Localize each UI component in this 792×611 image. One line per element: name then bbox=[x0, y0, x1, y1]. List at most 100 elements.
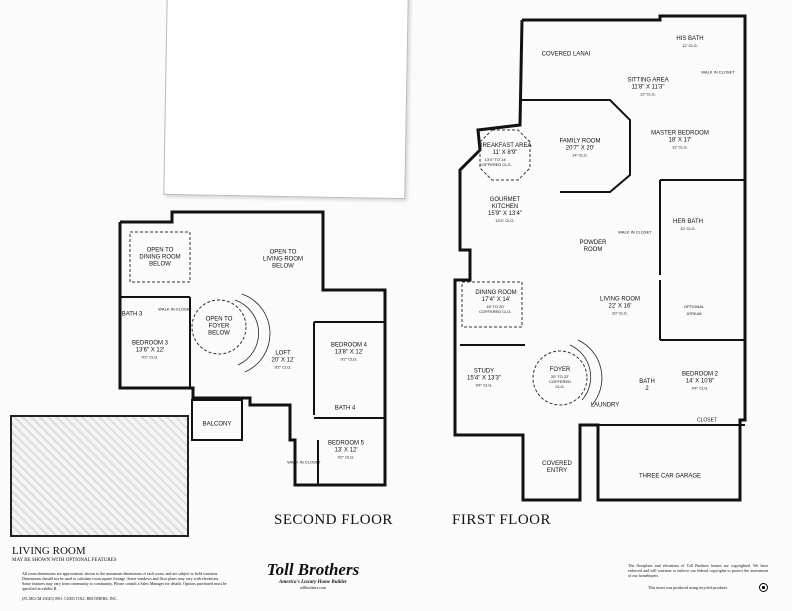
brand-tagline: America's Luxury Home Builder bbox=[279, 580, 347, 585]
first-floor-outline bbox=[453, 14, 747, 502]
room-open-to-dining: OPEN TO DINING ROOM BELOW bbox=[138, 248, 182, 269]
room-name: POWDER ROOM bbox=[579, 240, 607, 253]
illustration-subcaption: MAY BE SHOWN WITH OPTIONAL FEATURES bbox=[12, 558, 117, 563]
room-name: COVERED LANAI bbox=[541, 51, 591, 58]
room-powder-room: POWDER ROOM bbox=[578, 240, 608, 254]
room-bath-2: BATH 2 bbox=[639, 379, 655, 393]
room-name: BEDROOM 4 bbox=[330, 342, 368, 349]
room-walk-in-closet: WALK IN CLOSET bbox=[158, 306, 191, 313]
room-name: HER BATH bbox=[673, 219, 703, 225]
room-name: FOYER bbox=[549, 367, 571, 373]
room-name: WALK IN CLOSET bbox=[158, 306, 192, 312]
room-dims: 18' X 17' bbox=[668, 137, 692, 144]
room-balcony: BALCONY bbox=[203, 422, 232, 429]
room-ceiling: 9'2" CLG. bbox=[141, 354, 159, 360]
room-name: WALK IN CLOSET bbox=[618, 229, 652, 235]
foyer-rotunda bbox=[532, 350, 588, 406]
room-optional-atrium: OPTIONAL ATRIUM bbox=[681, 303, 707, 317]
room-name: BATH 2 bbox=[639, 379, 655, 392]
room-ceiling: 12' CLG. bbox=[680, 226, 696, 231]
room-walk-in-closet-2: WALK IN CLOSET bbox=[287, 459, 320, 466]
room-name: BATH 4 bbox=[334, 405, 356, 412]
brand-url[interactable]: tollbrothers.com bbox=[299, 585, 327, 590]
room-dims: 11'8" X 11'3" bbox=[631, 84, 665, 91]
copyright-notice: The floorplans and elevations of Toll Br… bbox=[628, 563, 768, 578]
brand-name: Toll Brothers bbox=[266, 560, 360, 579]
room-name: HIS BATH bbox=[676, 36, 704, 42]
illustration-caption: LIVING ROOM bbox=[12, 545, 86, 557]
recycled-note: This insert was produced using recycled … bbox=[648, 585, 729, 590]
room-walk-in-closet-master: WALK IN CLOSET bbox=[618, 229, 651, 236]
room-ceiling: 18' TO 20' COFFERED CLG. bbox=[479, 304, 512, 314]
room-open-to-foyer: OPEN TO FOYER BELOW bbox=[201, 317, 237, 338]
room-name: THREE CAR GARAGE bbox=[638, 473, 702, 480]
room-name: DINING ROOM bbox=[475, 290, 517, 296]
room-ceiling: 20' TO 22' COFFERED CLG. bbox=[549, 374, 571, 389]
room-ceiling: 9'4" CLG. bbox=[475, 382, 493, 388]
room-name: BEDROOM 2 bbox=[681, 371, 719, 378]
spiral-staircases bbox=[234, 293, 603, 406]
room-three-car-garage: THREE CAR GARAGE bbox=[639, 474, 701, 481]
room-dims: 13'6" X 12' bbox=[135, 347, 165, 354]
room-ceiling: 12' CLG. bbox=[672, 144, 688, 150]
room-name: CLOSET bbox=[696, 417, 718, 424]
room-open-to-living: OPEN TO LIVING ROOM BELOW bbox=[261, 250, 305, 271]
room-name: COVERED ENTRY bbox=[542, 461, 572, 474]
room-ceiling: 12' CLG. bbox=[640, 91, 656, 97]
room-laundry: LAUNDRY bbox=[591, 403, 620, 410]
room-covered-lanai: COVERED LANAI bbox=[542, 52, 591, 59]
room-covered-entry: COVERED ENTRY bbox=[540, 461, 574, 475]
room-name: LAUNDRY bbox=[590, 402, 620, 409]
room-dims: 17'4" X 14' bbox=[481, 297, 511, 303]
room-name: OPEN TO LIVING ROOM BELOW bbox=[262, 249, 303, 270]
room-ceiling: 20' CLG. bbox=[612, 310, 628, 316]
room-ceiling: 9'2" CLG. bbox=[337, 454, 355, 460]
room-ceiling: 9'2" CLG. bbox=[340, 356, 358, 362]
room-dims: 22' X 16' bbox=[608, 303, 632, 310]
second-floor-outline bbox=[118, 210, 387, 487]
room-name: GOURMET KITCHEN bbox=[489, 197, 521, 210]
room-name: SITTING AREA bbox=[627, 77, 669, 84]
copyright-line: (FL.MCCM.10025) 0911 ©2003 TOLL BROTHERS… bbox=[22, 596, 118, 601]
room-name: BREAKFAST AREA bbox=[478, 143, 532, 149]
room-dims: 13' X 12' bbox=[334, 447, 358, 454]
second-floor-rotunda bbox=[191, 299, 247, 355]
room-name: BATH 3 bbox=[121, 311, 143, 318]
room-name: BEDROOM 3 bbox=[131, 340, 169, 347]
room-dims: 11' X 8'9" bbox=[492, 150, 518, 156]
room-ceiling: 12' CLG. bbox=[682, 43, 698, 48]
room-dims: 13'8" X 12' bbox=[334, 349, 364, 356]
balcony-outline bbox=[191, 399, 243, 441]
room-name: BEDROOM 5 bbox=[327, 440, 365, 447]
room-name: STUDY bbox=[473, 368, 495, 375]
living-room-illustration bbox=[10, 415, 189, 537]
room-dims: 15'9" X 13'4" bbox=[488, 211, 522, 217]
room-name: OPEN TO DINING ROOM BELOW bbox=[139, 247, 181, 268]
room-ceiling: 9'4" CLG. bbox=[691, 385, 709, 391]
room-name: MASTER BEDROOM bbox=[651, 130, 709, 137]
room-ceiling: 14' CLG. bbox=[572, 152, 588, 158]
room-dims: 14' X 10'8" bbox=[685, 378, 715, 385]
room-ceiling: 9'2" CLG. bbox=[274, 364, 292, 370]
room-dims: 20'7" X 20' bbox=[565, 145, 595, 152]
room-dims: 20' X 12' bbox=[271, 357, 295, 364]
room-name: OPTIONAL ATRIUM bbox=[683, 304, 705, 316]
disclaimer-text: All room dimensions are approximate, sho… bbox=[22, 571, 227, 591]
room-bath-4: BATH 4 bbox=[335, 406, 356, 413]
room-ceiling: 13'4" TO 14' COFFERED CLG. bbox=[479, 157, 512, 167]
room-name: WALK IN CLOSET bbox=[701, 69, 735, 75]
